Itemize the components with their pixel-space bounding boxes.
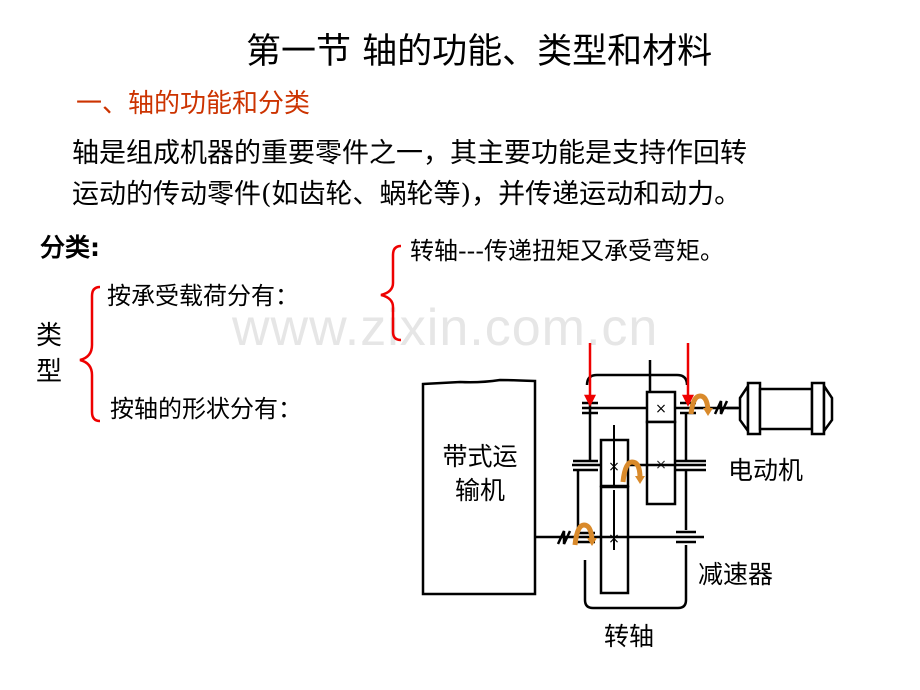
by-shape-label: 按轴的形状分有： (110, 395, 302, 423)
load-brace-icon (380, 244, 402, 342)
classification-label: 分类: (40, 233, 100, 262)
by-load-label: 按承受载荷分有： (107, 282, 299, 310)
watermark: www.zixin.com.cn (232, 299, 659, 357)
svg-text:×: × (608, 459, 620, 475)
section-heading: 一、轴的功能和分类 (76, 89, 311, 119)
type-label: 类型 (36, 321, 63, 387)
conveyor-box (421, 378, 537, 596)
type-brace-icon (79, 285, 101, 423)
paragraph-line-1: 轴是组成机器的重要零件之一，其主要功能是支持作回转 (72, 138, 747, 169)
svg-text:×: × (608, 531, 620, 547)
rotating-shaft-definition: 转轴---传递扭矩又承受弯矩。 (410, 237, 724, 265)
paragraph-line-2: 运动的传动零件(如齿轮、蜗轮等)，并传递运动和动力。 (72, 179, 742, 210)
conveyor-label: 带式运输机 (442, 442, 518, 505)
shaft-label: 转轴 (604, 622, 655, 651)
slide-title: 第一节 轴的功能、类型和材料 (246, 32, 713, 72)
motor-icon (738, 381, 834, 436)
motor-label: 电动机 (728, 456, 804, 485)
reducer-label: 减速器 (698, 560, 774, 589)
torque-arrow-icon (572, 393, 711, 546)
svg-text:×: × (655, 401, 667, 417)
